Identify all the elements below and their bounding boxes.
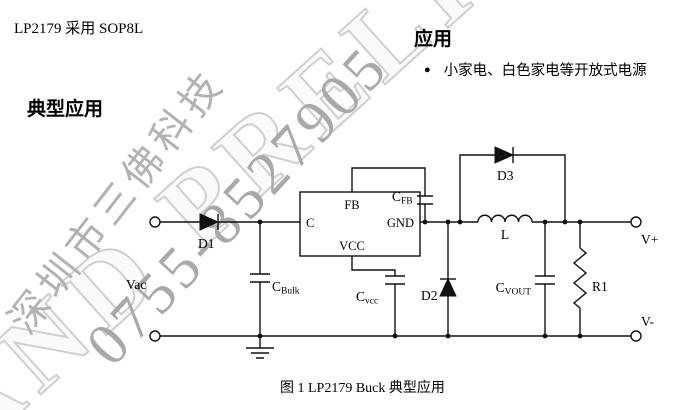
bullet-icon: ● [424, 63, 431, 76]
ground-symbol [246, 336, 274, 359]
d1-label: D1 [198, 236, 215, 251]
applications-item-text: 小家电、白色家电等开放式电源 [443, 63, 647, 79]
capacitor-cbulk: CBulk [250, 222, 300, 336]
r1-label: R1 [592, 279, 608, 294]
capacitor-cvout: CVOUT [496, 222, 555, 336]
cvout-label: CVOUT [496, 280, 532, 298]
output-terminals: V+ V- [630, 216, 658, 342]
typical-application-title: 典型应用 [27, 99, 104, 120]
junction-dots [257, 219, 583, 339]
vminus-label: V- [641, 314, 655, 329]
input-terminals: Vac [126, 216, 161, 342]
cbulk-label: CBulk [272, 279, 300, 297]
d3-label: D3 [497, 168, 514, 183]
pin-vcc-label: VCC [339, 239, 365, 253]
resistor-r1: R1 [572, 222, 608, 336]
cvcc-label: Cvcc [356, 289, 378, 307]
diode-d2: D2 [421, 222, 457, 336]
capacitor-cfb: CFB [351, 167, 433, 222]
figure-caption: 图 1 LP2179 Buck 典型应用 [280, 381, 445, 396]
pin-gnd-label: GND [387, 216, 414, 230]
vac-label: Vac [126, 277, 146, 292]
diode-d1: D1 [198, 213, 220, 251]
diode-d3: D3 [459, 146, 566, 222]
applications-title: 应用 [414, 29, 453, 50]
package-note: LP2179 采用 SOP8L [14, 21, 144, 37]
cfb-label: CFB [392, 189, 413, 207]
vplus-label: V+ [641, 232, 658, 247]
capacitor-cvcc: Cvcc [351, 256, 405, 336]
l-label: L [501, 227, 509, 242]
pin-fb-label: FB [344, 198, 359, 212]
inductor-l: L [477, 214, 533, 242]
d2-label: D2 [421, 288, 438, 303]
ic-lp2179: C FB GND VCC [299, 191, 421, 257]
pin-c-label: C [306, 216, 314, 230]
applications-item: ● 小家电、白色家电等开放式电源 [424, 59, 647, 80]
